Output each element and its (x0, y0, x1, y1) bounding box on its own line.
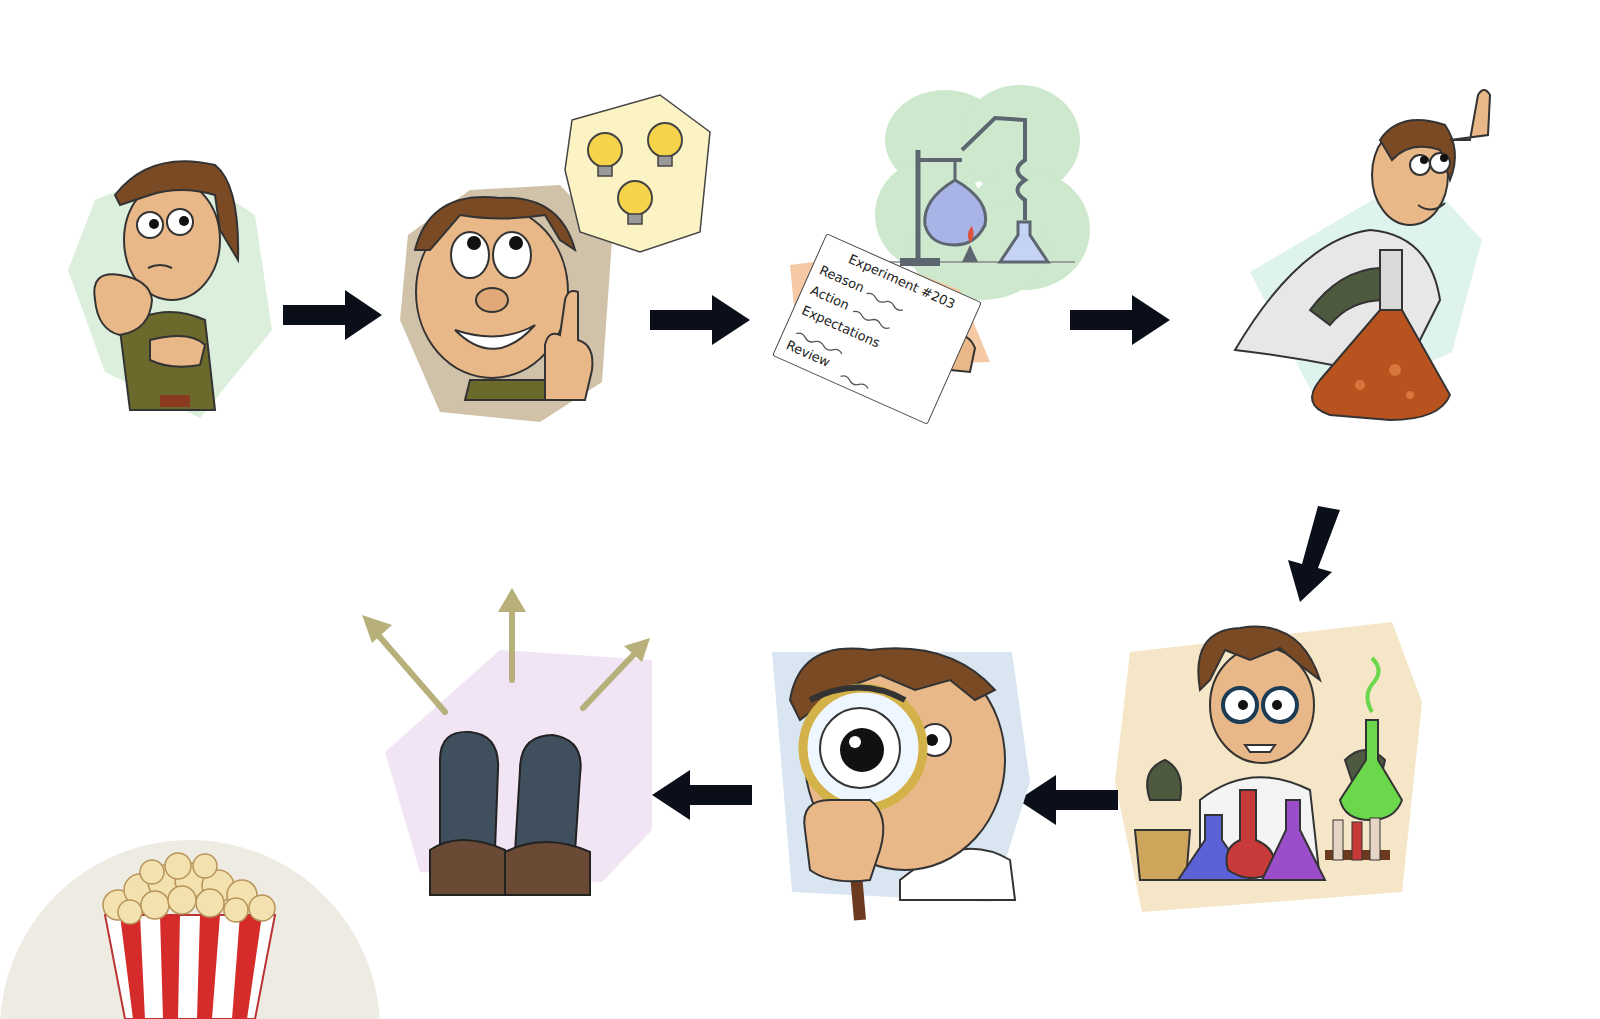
sheet-text: Expectations (800, 304, 882, 350)
flow-arrow (1018, 775, 1118, 825)
thinking-figure (68, 161, 272, 418)
flow-arrow (1288, 506, 1340, 602)
flow-arrow (650, 295, 750, 345)
flow-arrow (652, 770, 752, 820)
next-steps-figure (362, 588, 652, 895)
sheet-text: Review (784, 338, 832, 369)
flow-arrow (283, 290, 382, 340)
popcorn-icon (0, 840, 380, 1019)
idea-figure (400, 95, 710, 422)
observe-figure (772, 648, 1030, 920)
results-figure (1115, 622, 1422, 912)
experiment-figure (1235, 90, 1490, 420)
flow-arrow (1070, 295, 1170, 345)
